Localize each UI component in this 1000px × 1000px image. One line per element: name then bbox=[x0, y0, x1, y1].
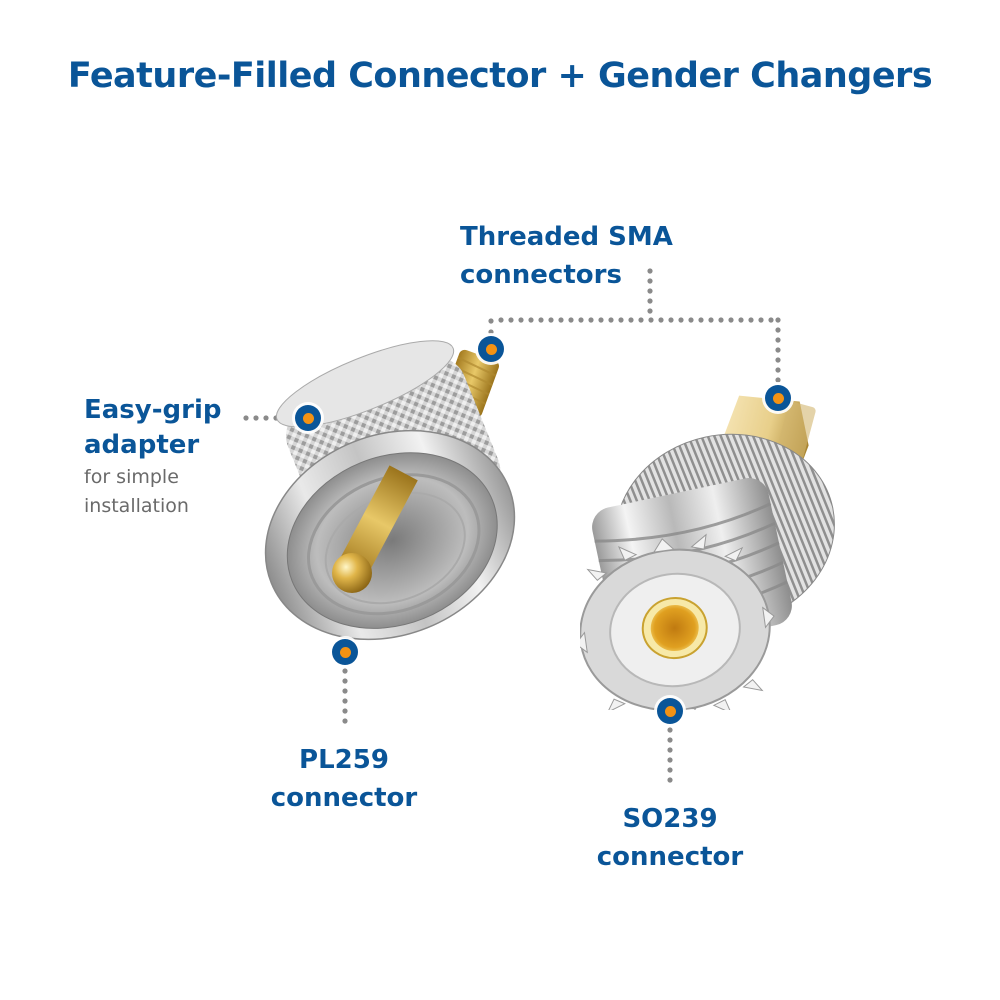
pl259-callout-label-line1: PL259 bbox=[299, 745, 389, 775]
so239-callout-label-line1: SO239 bbox=[622, 804, 718, 834]
easy-grip-callout-label-line2: adapter bbox=[84, 430, 200, 460]
sma-left-marker-icon bbox=[478, 336, 504, 362]
easy-grip-marker-icon bbox=[295, 405, 321, 431]
easy-grip-callout-sublabel-line1: for simple bbox=[84, 466, 179, 488]
so239-callout-label-line2: connector bbox=[596, 842, 744, 872]
easy-grip-callout-label-line1: Easy-grip bbox=[84, 395, 222, 425]
easy-grip-callout-sublabel-line2: installation bbox=[84, 495, 189, 517]
sma-right-marker-icon bbox=[765, 385, 791, 411]
sma-callout-label: Threaded SMA connectors bbox=[460, 222, 673, 290]
pl259-callout-label-line2: connector bbox=[270, 783, 418, 813]
pl259-adapter-image bbox=[264, 340, 516, 641]
pl259-marker-icon bbox=[332, 639, 358, 665]
so239-adapter-image bbox=[580, 395, 835, 710]
so239-marker-icon bbox=[657, 698, 683, 724]
page-title: Feature-Filled Connector + Gender Change… bbox=[67, 56, 933, 96]
